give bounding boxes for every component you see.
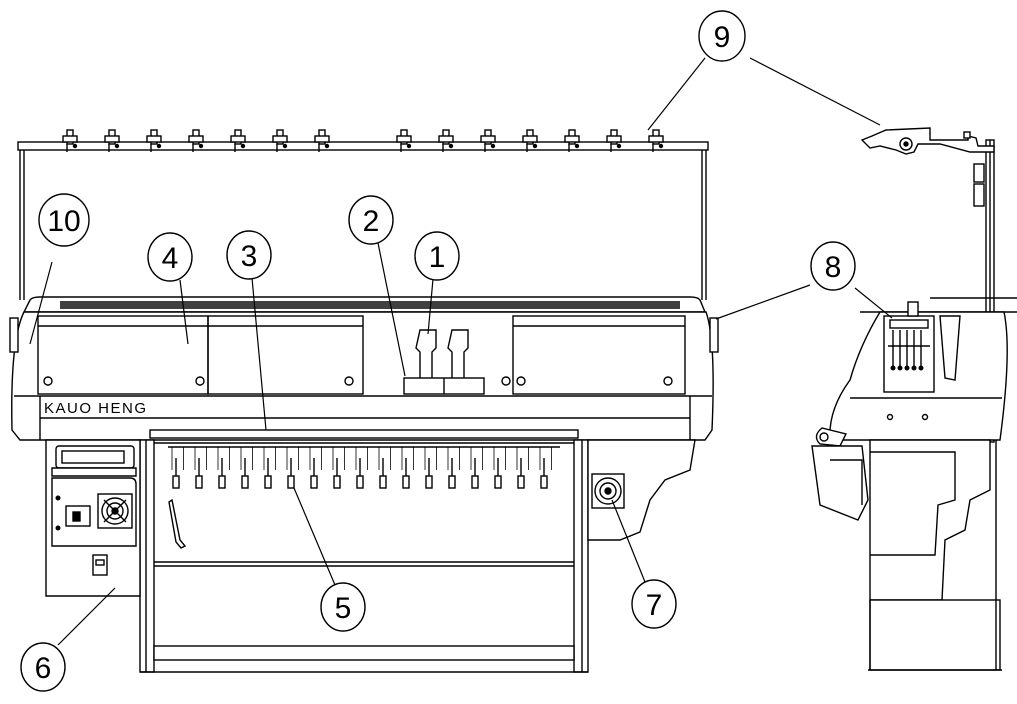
machine-frame (139, 439, 589, 673)
weight-clip (218, 458, 226, 489)
right-side-unit (587, 439, 696, 541)
svg-text:7: 7 (646, 589, 663, 622)
take-down-weights (171, 447, 552, 489)
weight-clip (402, 458, 410, 489)
weight-clip (471, 458, 479, 489)
weight-clip (333, 458, 341, 489)
weight-clip (448, 458, 456, 489)
svg-text:1: 1 (429, 241, 446, 274)
yarn-tensioner (438, 129, 454, 152)
weight-clip (356, 458, 364, 489)
front-view: KAUO HENG (9, 129, 719, 673)
svg-text:6: 6 (35, 652, 52, 685)
svg-text:3: 3 (241, 240, 258, 273)
callout-10: 10 (38, 193, 90, 247)
callout-1: 1 (414, 231, 460, 281)
callout-4: 4 (147, 232, 193, 282)
weight-clip (425, 458, 433, 489)
callout-7: 7 (631, 579, 677, 629)
yarn-tensioner (146, 129, 162, 152)
yarn-tensioner (522, 129, 538, 152)
yarn-tensioner (230, 129, 246, 152)
yarn-tensioner (396, 129, 412, 152)
carriage-handles (403, 329, 485, 395)
weight-clip (195, 458, 203, 489)
weight-clip (494, 458, 502, 489)
yarn-stand (17, 129, 709, 300)
weight-clip (287, 458, 295, 489)
yarn-tensioner (606, 129, 622, 152)
weight-clip (517, 458, 525, 489)
weight-clip (172, 458, 180, 489)
svg-text:8: 8 (825, 251, 842, 284)
brand-label: KAUO HENG (44, 400, 148, 417)
callouts: 1 2 3 4 5 6 7 8 (20, 10, 856, 692)
yarn-tensioner (104, 129, 120, 152)
right-front-cover (512, 315, 686, 395)
left-center-cover (207, 315, 364, 395)
control-console (45, 439, 141, 597)
side-yarn-feeder-arm (860, 127, 995, 207)
machine-body: KAUO HENG (9, 311, 719, 441)
callout-2: 2 (348, 195, 394, 245)
yarn-tensioner (314, 129, 330, 152)
svg-text:4: 4 (162, 242, 179, 275)
callout-5: 5 (320, 582, 366, 632)
callout-3: 3 (226, 230, 272, 280)
yarn-tensioners (62, 129, 664, 152)
yarn-tensioner (648, 129, 664, 152)
yarn-tensioner (480, 129, 496, 152)
needle-bed (149, 429, 579, 489)
top-rail (22, 296, 707, 313)
weight-clip (310, 458, 318, 489)
weight-clip (540, 458, 548, 489)
svg-text:9: 9 (714, 21, 731, 54)
callout-9: 9 (698, 10, 746, 62)
callout-6: 6 (20, 642, 66, 692)
yarn-tensioner (62, 129, 78, 152)
leader-lines (29, 57, 893, 646)
svg-text:10: 10 (47, 205, 80, 238)
callout-8: 8 (810, 241, 856, 291)
yarn-tensioner (188, 129, 204, 152)
weight-clip (264, 458, 272, 489)
side-view (811, 127, 1017, 671)
svg-text:2: 2 (363, 205, 380, 238)
yarn-tensioner (272, 129, 288, 152)
yarn-tensioner (564, 129, 580, 152)
side-cam-box (883, 301, 935, 393)
weight-clip (379, 458, 387, 489)
svg-text:5: 5 (335, 592, 352, 625)
weight-clip (241, 458, 249, 489)
